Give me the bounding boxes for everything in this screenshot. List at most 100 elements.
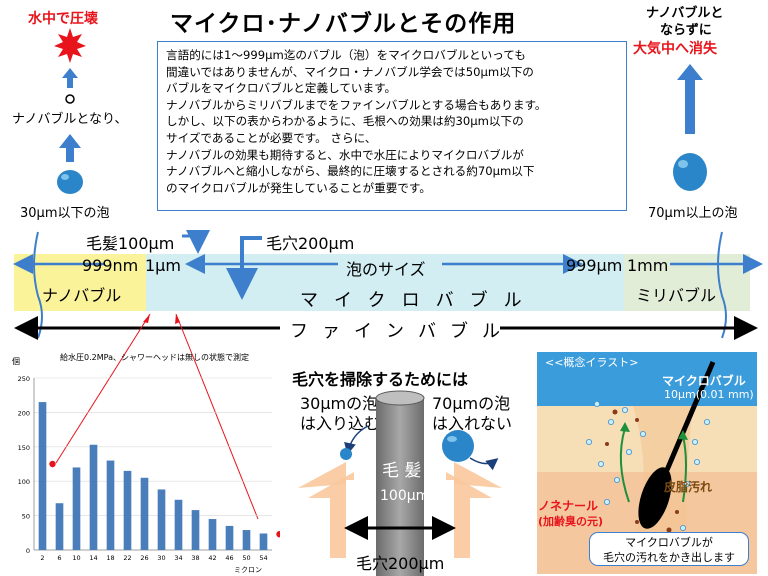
arrow-up-icon [677, 64, 703, 134]
nano-became-label: ナノバブルとなり、 [12, 112, 128, 127]
um999-label: 999μm [566, 256, 623, 275]
chart-bar [106, 460, 115, 550]
x-tick-label: 34 [174, 554, 182, 562]
micro-bubble [679, 524, 686, 531]
micro-bubble [683, 480, 690, 487]
x-tick-label: 10 [72, 554, 80, 562]
left-bubble-graphic [54, 28, 86, 162]
chart-bar [242, 530, 251, 550]
micro-bubble [608, 419, 615, 426]
micro-size: 10μm(0.01 mm) [664, 388, 754, 401]
bubble-count-chart: 給水圧0.2MPa、シャワーヘッドは無しの状態で測定 個 ミクロン 050100… [12, 352, 280, 574]
micro-bubble-label: マイクロバブル [300, 290, 538, 311]
x-tick-label: 50 [242, 554, 250, 562]
y-tick-label: 250 [18, 375, 30, 383]
chart-link-lines [55, 313, 259, 520]
link-line-70 [175, 313, 259, 520]
link-line-30 [55, 313, 151, 464]
note-line: バブルをマイクロバブルと定義しています。 [166, 81, 397, 96]
y-tick-label: 100 [18, 478, 30, 486]
dirt-dots [605, 409, 679, 533]
x-tick-label: 42 [208, 554, 216, 562]
x-tick-label: 6 [57, 554, 61, 562]
pore-wall-right [446, 472, 492, 558]
micro-bubble [626, 449, 633, 456]
note-line: ナノバブルの効果も期待すると、水中で水圧によりマイクロバブルが [166, 147, 524, 162]
x-tick-label: 46 [225, 554, 233, 562]
explanation-box: 言語的には1～999μm迄のバブル（泡）をマイクロバブルといっても 間違いではあ… [157, 41, 627, 211]
scale-break-left [33, 231, 43, 339]
chart-bar [140, 477, 149, 550]
callout-line1: マイクロバブルが [625, 536, 713, 549]
um1-label: 1μm [145, 256, 181, 275]
small-bubble-icon [340, 448, 352, 460]
note-line: しかし、以下の表からわかるように、毛根への効果は約30μm以下の [166, 114, 524, 129]
large-bubble-icon [673, 153, 707, 191]
big-bubble-line2: は入れない [432, 414, 513, 433]
hair-marker-arrow [182, 230, 210, 254]
pore-width-label: 毛穴200μm [356, 554, 445, 573]
x-tick-label: 38 [191, 554, 199, 562]
scale-break-right [717, 231, 727, 339]
chart-markers [49, 460, 280, 538]
x-tick-label: 14 [89, 554, 97, 562]
micro-bubble [640, 431, 647, 438]
note-line: 言語的には1～999μm迄のバブル（泡）をマイクロバブルといっても [166, 48, 526, 62]
hair-strand [664, 361, 716, 471]
chart-marker [49, 460, 56, 468]
chart-bar [225, 525, 234, 550]
chart-bars [38, 402, 268, 550]
micro-bubble [622, 407, 629, 414]
micro-bubble [594, 401, 601, 408]
small-bubble-line2: は入り込む [300, 414, 381, 433]
chart-bar [123, 470, 132, 550]
y-tick-label: 200 [18, 409, 30, 417]
over70-label: 70μm以上の泡 [648, 206, 738, 221]
chart-marker [276, 530, 280, 538]
callout-line2: 毛穴の汚れをかき出します [603, 551, 735, 564]
arrow-up-icon [62, 68, 78, 88]
micro-bubble [598, 461, 605, 468]
note-line: のマイクロバブルが発生していることが重要です。 [166, 180, 431, 195]
sebum-label: 皮脂汚れ [664, 480, 713, 494]
chart-bar [191, 510, 200, 550]
vanish-label: 大気中へ消失 [633, 41, 717, 57]
hair-cylinder [376, 398, 424, 576]
chart-grid [33, 377, 272, 551]
pore-marker-arrow [226, 236, 262, 300]
pore-size-label: 毛穴200μm [266, 234, 355, 253]
nano-line1: ナノバブルと [646, 6, 724, 21]
hair-size-label: 毛髪100μm [86, 234, 175, 253]
chart-bar [89, 444, 98, 550]
micro-bubble [614, 477, 621, 484]
nano-line2: ならずに [660, 23, 712, 38]
chart-bar [72, 467, 81, 550]
illustration-callout: マイクロバブルが 毛穴の汚れをかき出します [589, 532, 749, 566]
note-line: ナノバブルへと縮小しながら、最終的に圧壊するとされる約70μm以下 [166, 164, 535, 179]
y-tick-label: 150 [18, 444, 30, 452]
pore-wall-left [308, 472, 354, 558]
burst-icon [54, 28, 86, 63]
micro-bubble [703, 419, 710, 426]
chart-bar [38, 402, 47, 550]
fine-bubble-label: ファインバブル [290, 321, 514, 342]
under30-label: 30μm以下の泡 [20, 206, 110, 221]
nonenal-line1: ノネナール [538, 499, 599, 513]
x-tick-label: 2 [40, 554, 44, 562]
right-bubble-graphic [673, 64, 707, 191]
y-tick-label: 50 [22, 513, 30, 521]
note-line: サイズであることが必要です。 さらに、 [166, 130, 377, 145]
x-axis-label: ミクロン [234, 566, 262, 574]
big-bubble-line1: 70μmの泡 [432, 394, 511, 413]
collapse-label: 水中で圧壊 [28, 11, 98, 27]
chart-bar [55, 503, 64, 550]
micro-bubble [604, 498, 611, 505]
pore-diagram [298, 390, 502, 576]
pore-diagram-title: 毛穴を掃除するためには [292, 370, 469, 389]
hair-root [638, 467, 672, 529]
tiny-bubble-icon [65, 94, 75, 104]
chart-bar [174, 499, 183, 550]
note-line: 間違いではありませんが、マイクロ・ナノバブル学会では50μm以下の [166, 64, 534, 79]
micro-label: マイクロバブル [662, 374, 746, 388]
